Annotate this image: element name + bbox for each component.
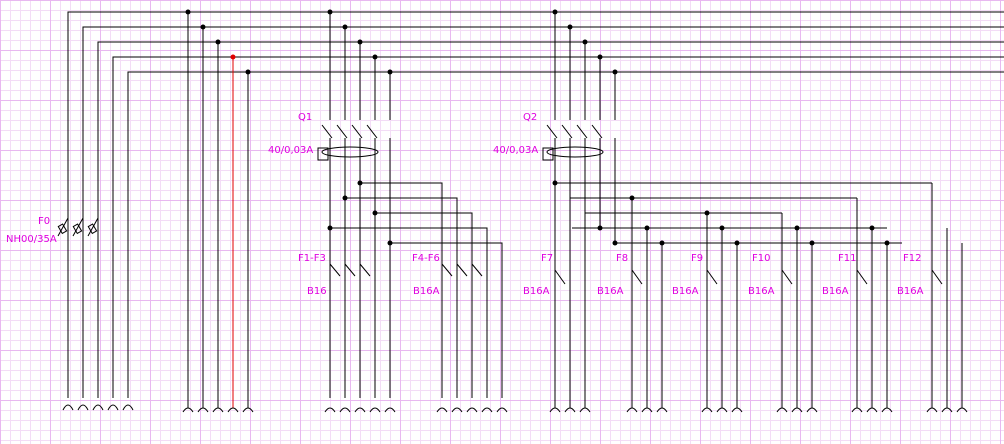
rcd-q1 xyxy=(317,12,391,398)
breaker-f12-rating: B16A xyxy=(897,286,924,297)
q1-rating: 40/0,03A xyxy=(268,145,313,156)
breaker-f9-rating: B16A xyxy=(672,286,699,297)
q1-distribution xyxy=(330,182,503,398)
f0-name: F0 xyxy=(38,216,50,227)
rcd-q2 xyxy=(542,12,616,408)
breaker-f1-f3-name: F1-F3 xyxy=(298,253,326,264)
junction-dots xyxy=(185,9,890,246)
breaker-f4-f6-name: F4-F6 xyxy=(412,253,440,264)
output-terminals xyxy=(62,404,968,413)
breaker-f11-rating: B16A xyxy=(822,286,849,297)
component-labels: F0 NH00/35A Q1 40/0,03A Q2 40/0,03A F1-F… xyxy=(6,112,924,297)
breaker-f10-name: F10 xyxy=(752,253,770,264)
main-fuse-f0 xyxy=(57,217,99,237)
breakers-f1-f6 xyxy=(329,263,483,277)
supply-busbars xyxy=(67,11,1004,398)
breaker-f9-name: F9 xyxy=(691,253,703,264)
q1-name: Q1 xyxy=(298,112,312,123)
q2-name: Q2 xyxy=(523,112,537,123)
q2-rating: 40/0,03A xyxy=(493,145,538,156)
breaker-f10-rating: B16A xyxy=(748,286,775,297)
f0-rating: NH00/35A xyxy=(6,234,57,245)
breaker-f12-name: F12 xyxy=(903,253,921,264)
breaker-f11-name: F11 xyxy=(838,253,856,264)
breaker-f8-name: F8 xyxy=(616,253,628,264)
breaker-f8-rating: B16A xyxy=(597,286,624,297)
breaker-f7-rating: B16A xyxy=(523,286,550,297)
direct-outputs xyxy=(187,12,249,408)
breaker-f4-f6-rating: B16A xyxy=(413,286,440,297)
breaker-f1-f3-rating: B16 xyxy=(307,286,327,297)
breakers-f7-f12 xyxy=(554,269,943,285)
breaker-f7-name: F7 xyxy=(541,253,553,264)
